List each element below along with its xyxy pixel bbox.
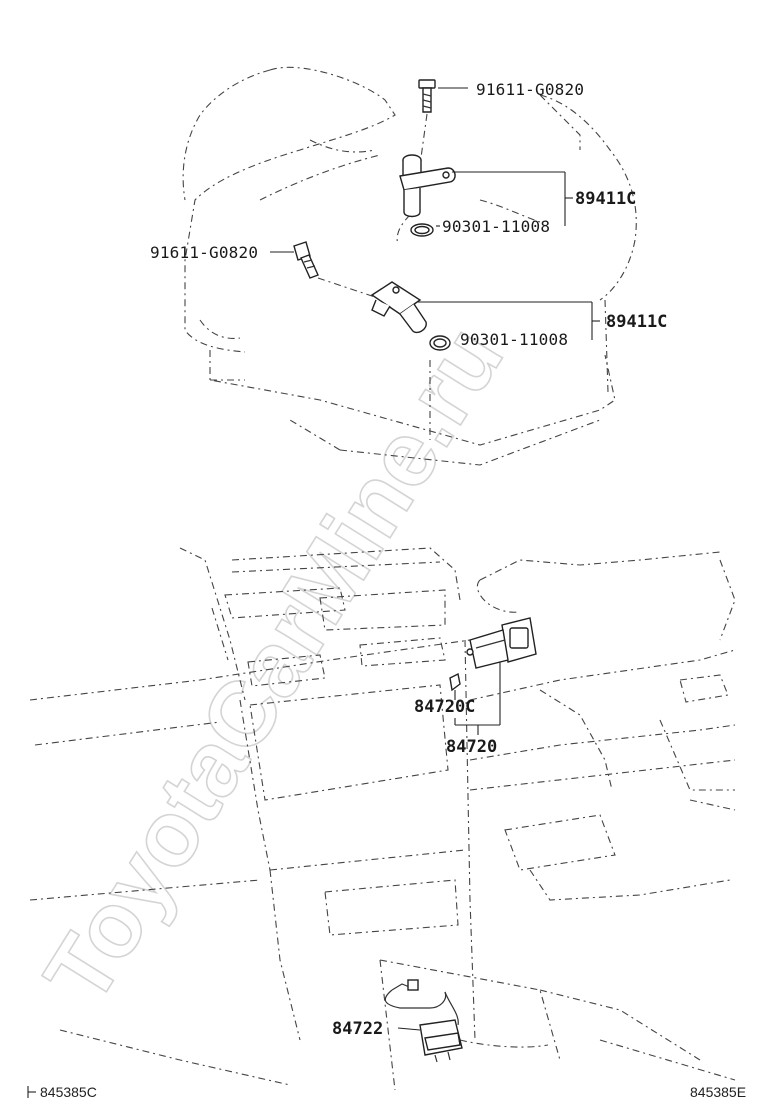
leader-84722 [397, 1027, 421, 1031]
watermark: ToyotaCarMine.ru [25, 309, 522, 1021]
dashboard-outline [29, 547, 736, 1091]
transmission-housing-outline [182, 66, 637, 466]
callout-bolt-upper: 91611-G0820 [476, 80, 584, 99]
footer-left-code: 845385C [40, 1084, 97, 1100]
callout-oring-lower: 90301-11008 [460, 330, 568, 349]
callout-clip-84720c: 84720C [414, 697, 475, 717]
footer-left: 845385C [27, 1084, 97, 1100]
switch-84722-part [384, 979, 463, 1063]
clip-84720c-part [449, 672, 461, 692]
oring-lower-inner [433, 338, 447, 348]
bracket-89411c-lower [418, 301, 600, 340]
bracket-89411c-upper [436, 171, 573, 227]
callout-sensor-upper: 89411C [575, 189, 636, 209]
bolt-upper-part [418, 79, 436, 166]
sensor-upper-part [399, 154, 456, 218]
callout-shift-switch-84722: 84722 [332, 1019, 383, 1039]
callout-bolt-lower: 91611-G0820 [150, 243, 258, 262]
switch-84720-part [466, 617, 537, 669]
bracket-84720 [454, 662, 501, 735]
bolt-lower-part [293, 241, 379, 299]
oring-upper-inner [414, 225, 430, 235]
sensor-lower-part [370, 281, 427, 334]
callout-switch-84720: 84720 [446, 737, 497, 757]
callout-sensor-lower: 89411C [606, 312, 667, 332]
footer-right-code: 845385E [690, 1084, 746, 1100]
callout-oring-upper: 90301-11008 [442, 217, 550, 236]
